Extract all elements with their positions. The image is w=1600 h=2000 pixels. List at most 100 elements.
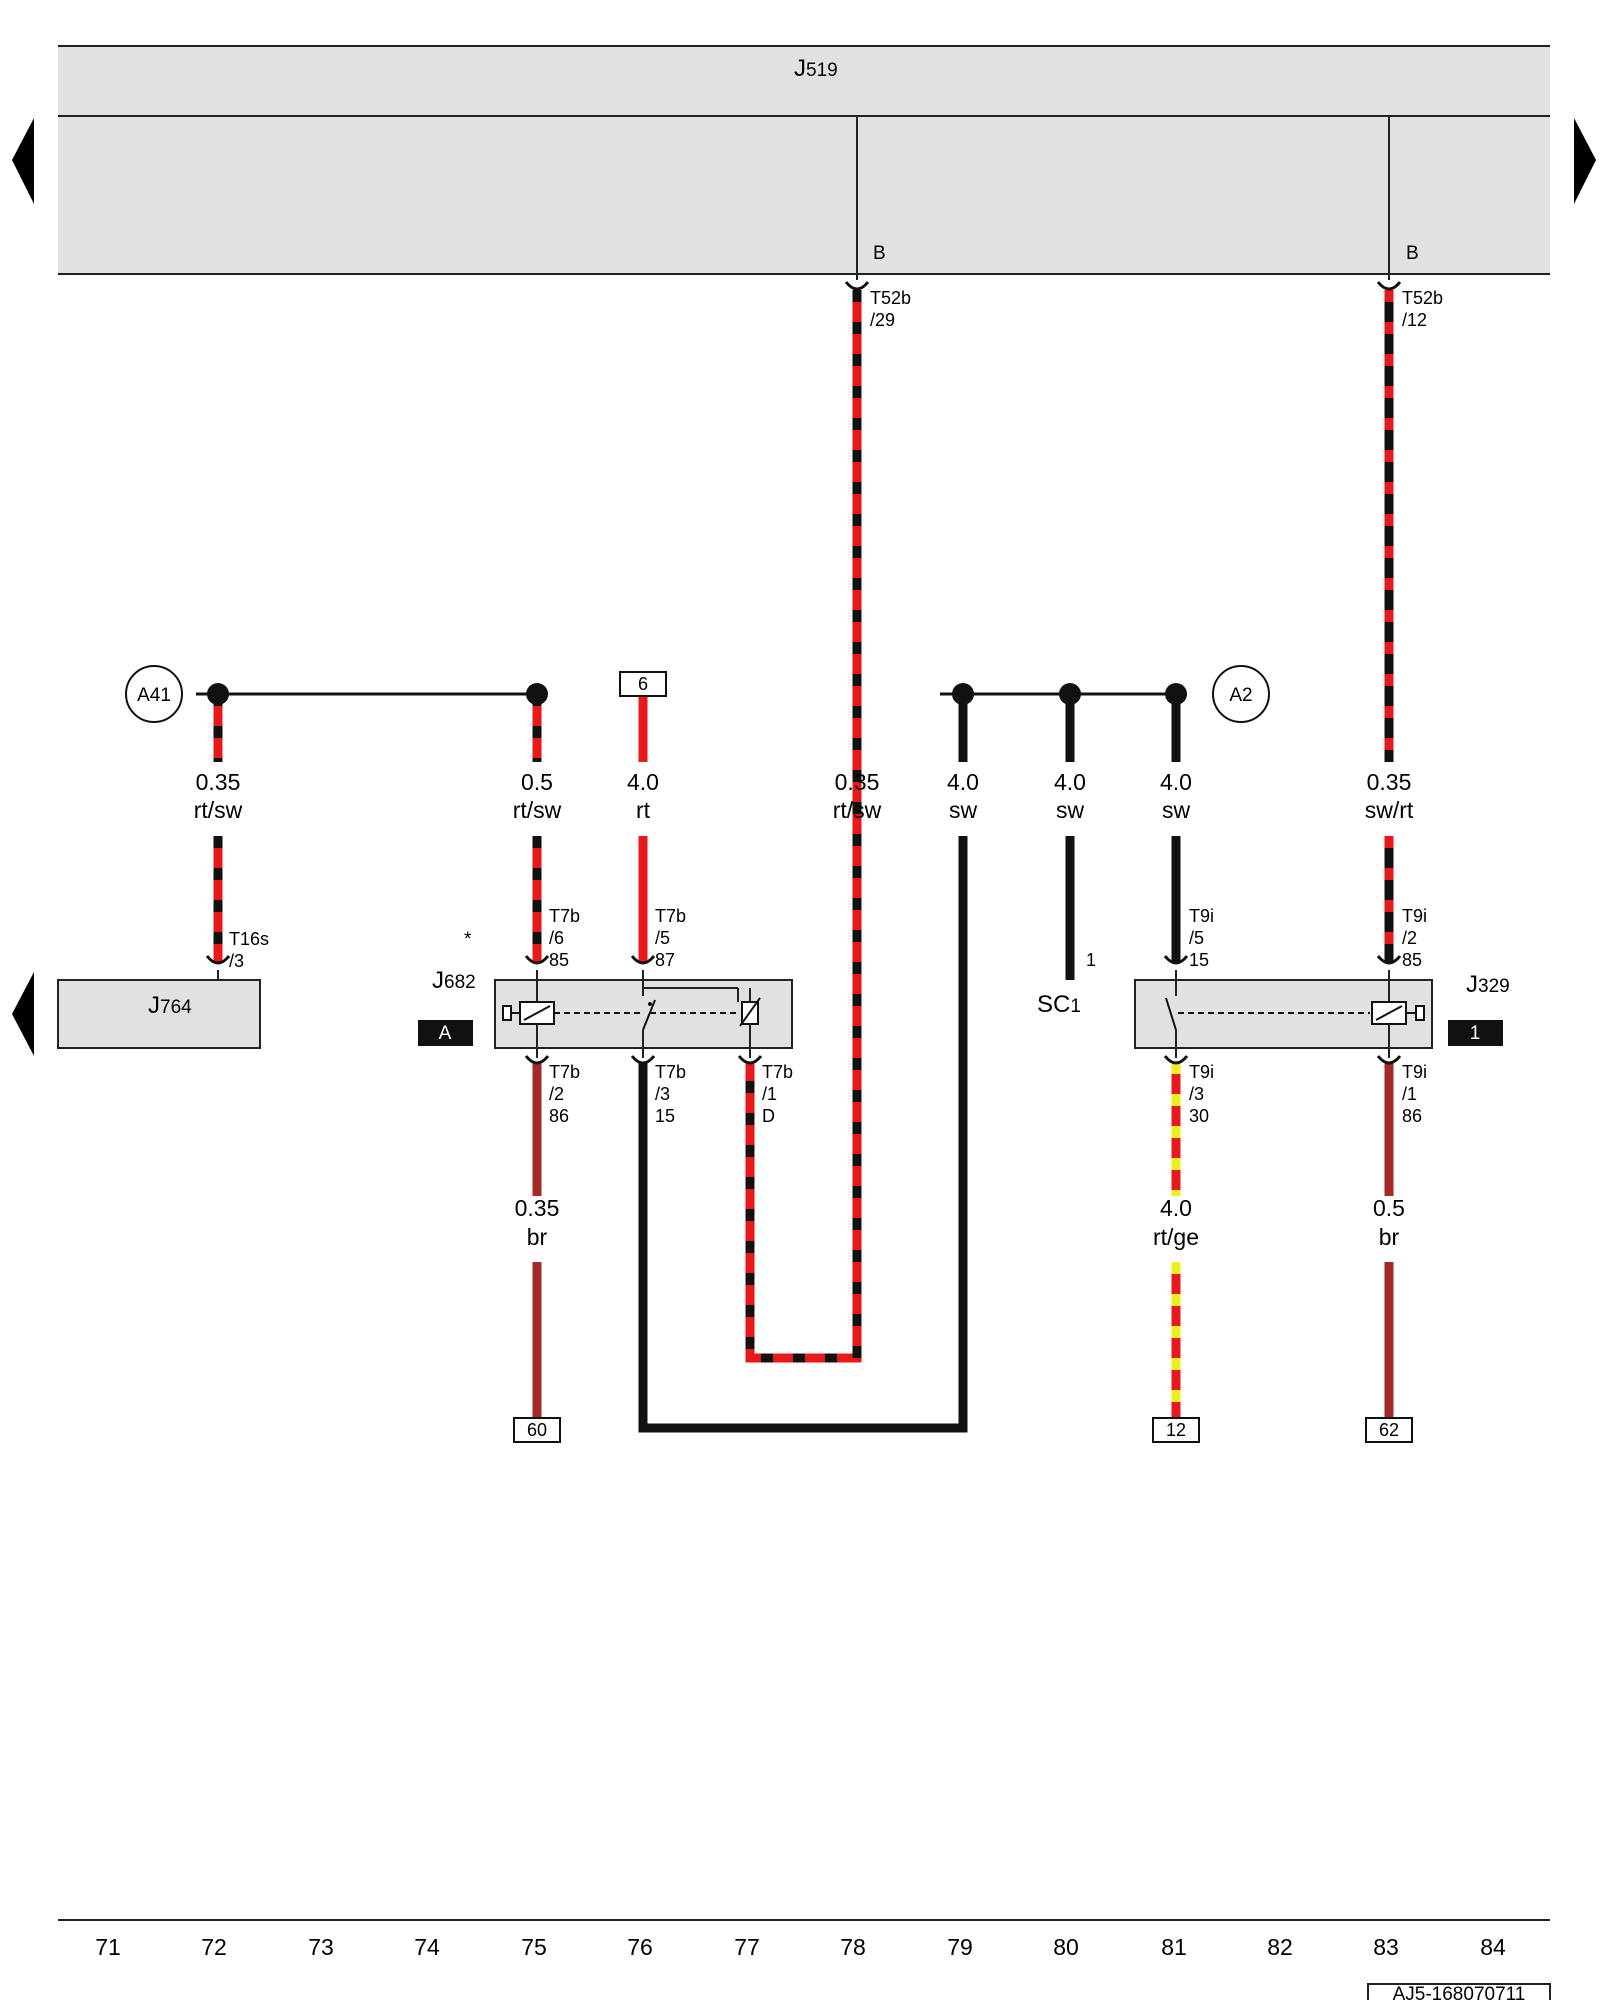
svg-text:J682: J682 xyxy=(432,967,476,994)
wire-79-sw-loop xyxy=(638,836,968,1433)
t9i-1-name: T9i xyxy=(1402,1062,1427,1082)
reference-box-12[interactable] xyxy=(1152,1417,1200,1443)
column-number: 80 xyxy=(1053,1934,1079,1960)
wire-79-size: 4.0 xyxy=(947,769,979,795)
wire-75-lower-color: br xyxy=(527,1224,548,1250)
t9i-2-name: T9i xyxy=(1402,906,1427,926)
j764-label: J xyxy=(148,992,160,1019)
j329-badge xyxy=(1448,1020,1503,1046)
connection-point-a2[interactable] xyxy=(1212,665,1270,723)
t16s-3-pin: /3 xyxy=(229,951,244,971)
connector-labels: T52b /29 T52b /12 T16s /3 T7b /6 85 T7b … xyxy=(229,288,1443,1126)
reference-box-60[interactable] xyxy=(513,1417,561,1443)
reference-12-label: 12 xyxy=(1166,1420,1186,1440)
wire-78-rt-sw xyxy=(745,290,862,1363)
t9i-5-name: T9i xyxy=(1189,906,1214,926)
wire-79-color: sw xyxy=(949,797,978,823)
wire-83-lower-size: 0.5 xyxy=(1373,1195,1405,1221)
t52b-12-pin: /12 xyxy=(1402,310,1427,330)
t9i-3-name: T9i xyxy=(1189,1062,1214,1082)
t9i-2-pin: /2 xyxy=(1402,928,1417,948)
t7b-3-term: 15 xyxy=(655,1106,675,1126)
t9i-1-pin: /1 xyxy=(1402,1084,1417,1104)
j682-asterisk: * xyxy=(464,929,472,950)
j682-label: J xyxy=(432,967,444,994)
splice-point-79 xyxy=(952,683,974,705)
column-number: 72 xyxy=(201,1934,227,1960)
t7b-1-name: T7b xyxy=(762,1062,793,1082)
t7b-1-pin: /1 xyxy=(762,1084,777,1104)
t7b-6-term: 85 xyxy=(549,950,569,970)
column-number: 74 xyxy=(414,1934,440,1960)
wire-81-color: sw xyxy=(1162,797,1191,823)
svg-text:J519: J519 xyxy=(794,55,838,82)
t9i-5-pin: /5 xyxy=(1189,928,1204,948)
wire-78-size: 0.35 xyxy=(835,769,880,795)
wire-80-color: sw xyxy=(1056,797,1085,823)
reference-6-label: 6 xyxy=(638,674,648,694)
column-number: 76 xyxy=(627,1934,653,1960)
svg-text:J329: J329 xyxy=(1466,971,1510,998)
j519-pin-b-right: B xyxy=(1406,243,1419,264)
t7b-2-pin: /2 xyxy=(549,1084,564,1104)
t9i-1-term: 86 xyxy=(1402,1106,1422,1126)
column-number: 82 xyxy=(1267,1934,1293,1960)
t7b-6-pin: /6 xyxy=(549,928,564,948)
j764-control-unit[interactable]: J764 xyxy=(57,970,261,1049)
wire-76-size: 4.0 xyxy=(627,769,659,795)
wire-75-size: 0.5 xyxy=(521,769,553,795)
j682-relay[interactable]: J682 * A xyxy=(418,929,793,1058)
j329-relay[interactable]: J329 1 xyxy=(1134,970,1510,1058)
t7b-5-name: T7b xyxy=(655,906,686,926)
t9i-3-pin: /3 xyxy=(1189,1084,1204,1104)
t16s-3-name: T16s xyxy=(229,929,269,949)
t52b-29-pin: /29 xyxy=(870,310,895,330)
splice-point-72 xyxy=(207,683,229,705)
column-number: 77 xyxy=(734,1934,760,1960)
connection-point-a41-label: A41 xyxy=(137,685,171,706)
column-number: 73 xyxy=(308,1934,334,1960)
sc1-label: SC xyxy=(1037,991,1070,1018)
wire-75-lower-size: 0.35 xyxy=(515,1195,560,1221)
j682-badge-label: A xyxy=(439,1023,452,1044)
connection-point-a41[interactable] xyxy=(125,665,183,723)
t7b-2-name: T7b xyxy=(549,1062,580,1082)
diagram-id: AJ5-168070711 xyxy=(1393,1984,1526,2000)
t7b-3-name: T7b xyxy=(655,1062,686,1082)
svg-text:J764: J764 xyxy=(148,992,192,1019)
j329-badge-label: 1 xyxy=(1470,1023,1481,1044)
sc1-pin: 1 xyxy=(1086,950,1096,970)
t7b-5-term: 87 xyxy=(655,950,675,970)
wire-76-color: rt xyxy=(636,797,651,823)
column-number: 84 xyxy=(1480,1934,1506,1960)
reference-box-6[interactable] xyxy=(619,671,667,697)
reference-60-label: 60 xyxy=(527,1420,547,1440)
svg-text:SC1: SC1 xyxy=(1037,991,1081,1018)
t9i-2-term: 85 xyxy=(1402,950,1422,970)
j519-pin-b-left: B xyxy=(873,243,886,264)
wire-72-color: rt/sw xyxy=(194,797,243,823)
wire-81-lower-size: 4.0 xyxy=(1160,1195,1192,1221)
wire-72-size: 0.35 xyxy=(196,769,241,795)
connection-point-a2-label: A2 xyxy=(1229,685,1252,706)
t9i-5-term: 15 xyxy=(1189,950,1209,970)
diagram-id-box xyxy=(1367,1983,1551,2000)
j519-control-unit: J519 B B xyxy=(58,45,1550,280)
wire-75-color: rt/sw xyxy=(513,797,562,823)
sc1-fuse[interactable]: 1 SC1 xyxy=(1037,950,1096,1018)
page-next-arrow[interactable] xyxy=(1574,118,1596,204)
wire-81-lower-color: rt/ge xyxy=(1153,1224,1199,1250)
t7b-2-term: 86 xyxy=(549,1106,569,1126)
wire-80-size: 4.0 xyxy=(1054,769,1086,795)
page-prev-arrow[interactable] xyxy=(12,118,34,204)
reference-box-62[interactable] xyxy=(1365,1417,1413,1443)
column-number: 75 xyxy=(521,1934,547,1960)
t7b-3-pin: /3 xyxy=(655,1084,670,1104)
splice-point-81 xyxy=(1165,683,1187,705)
j764-continue-arrow[interactable] xyxy=(12,972,34,1056)
column-numbers: 71 72 73 74 75 76 77 78 79 80 81 82 83 8… xyxy=(95,1934,1506,1960)
t7b-5-pin: /5 xyxy=(655,928,670,948)
wire-78-color: rt/sw xyxy=(833,797,882,823)
column-number: 83 xyxy=(1373,1934,1399,1960)
